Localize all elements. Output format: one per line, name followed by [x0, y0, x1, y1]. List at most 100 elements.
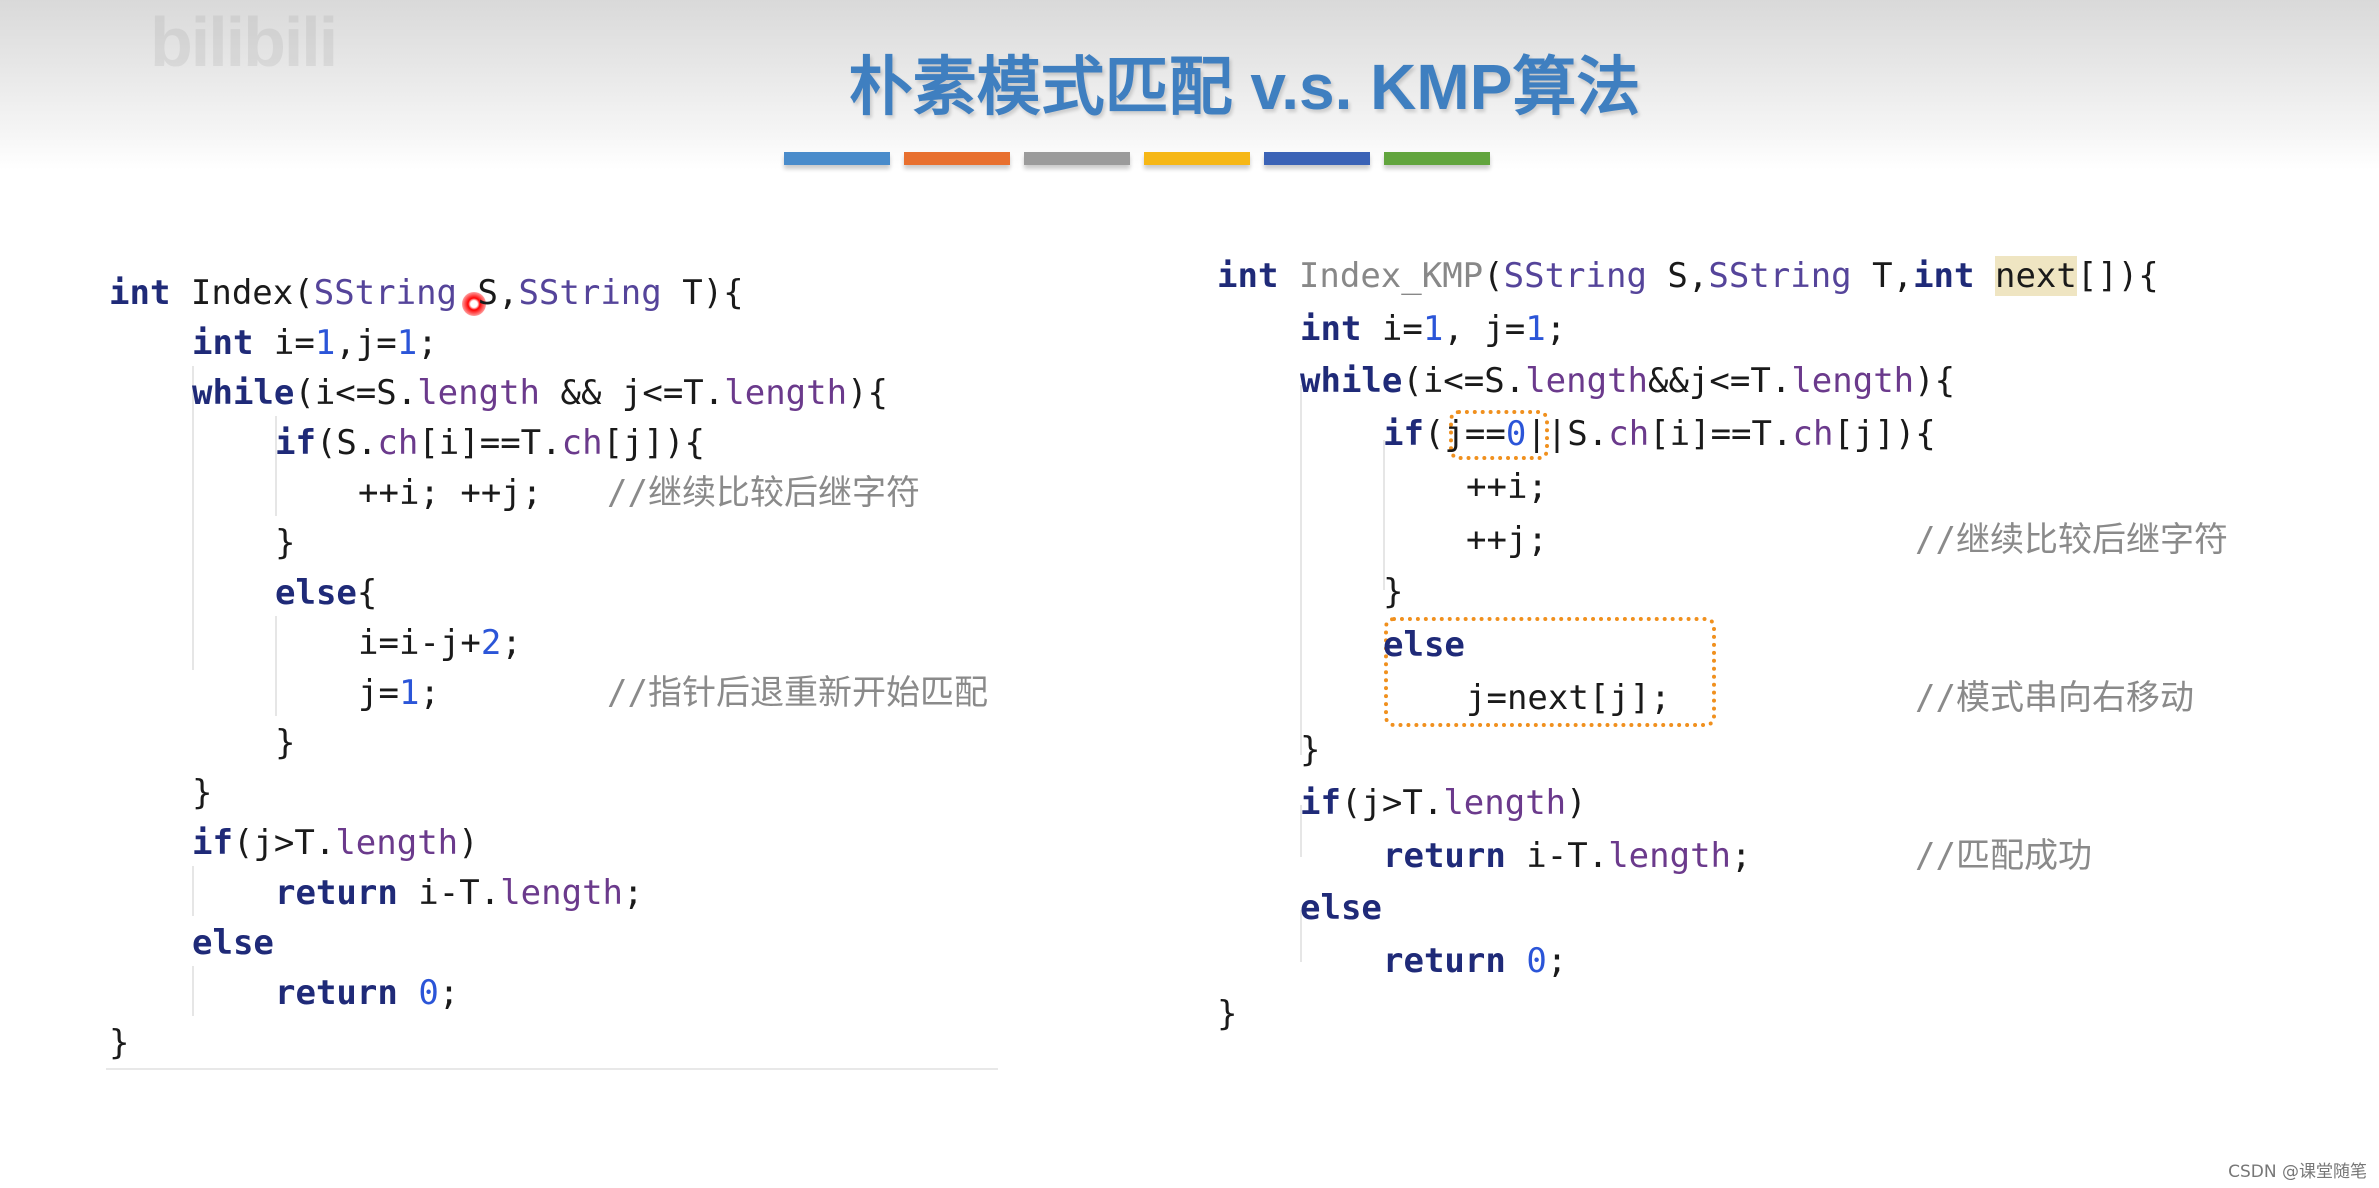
indent-guide [1383, 440, 1385, 590]
code-comment: //继续比较后继字符 [607, 473, 920, 513]
code-token: else [192, 923, 274, 963]
color-bar [1384, 152, 1490, 165]
indent-guide [275, 416, 277, 516]
code-line: if(j>T.length) [1300, 777, 1587, 830]
code-token: 1 [314, 323, 336, 363]
code-line: ++i; [1466, 461, 1548, 514]
code-token: while [192, 373, 295, 413]
code-token: int [109, 273, 171, 313]
code-token: ; [417, 323, 438, 363]
code-token: []){ [2076, 256, 2159, 296]
code-line: while(i<=S.length && j<=T.length){ [192, 368, 888, 418]
decorative-color-bars [784, 152, 1490, 165]
code-token: int [1300, 308, 1362, 349]
code-line: int Index(SString S,SString T){ [109, 268, 744, 318]
code-line: while(i<=S.length&&j<=T.length){ [1300, 355, 1955, 408]
code-token: ( [1483, 256, 1504, 296]
code-token: else [1383, 624, 1465, 665]
code-token: ch [377, 423, 419, 463]
code-token: [j]){ [602, 423, 705, 463]
code-line: } [109, 1018, 129, 1068]
code-comment: //继续比较后继字符 [1915, 519, 2228, 560]
code-token: ){ [1914, 361, 1956, 402]
code-token: (j>T. [232, 823, 336, 863]
code-token: } [275, 523, 296, 563]
highlight-box-j-equals-0 [1449, 410, 1549, 460]
code-token: (j>T. [1340, 783, 1444, 823]
indent-guide [192, 966, 194, 1016]
code-comment: //匹配成功 [1915, 835, 2092, 876]
code-token: return [275, 873, 398, 913]
code-token: SString [313, 273, 458, 313]
code-line: j=next[j]; [1466, 672, 1671, 725]
code-token: return [275, 973, 398, 1013]
bilibili-watermark: bilibili [150, 3, 338, 81]
code-token: } [1217, 993, 1238, 1034]
code-token: else [1300, 888, 1382, 929]
code-token: SString [1503, 256, 1647, 296]
code-token: 2 [480, 623, 502, 663]
indent-guide [192, 866, 194, 916]
code-token: length [500, 873, 624, 913]
code-line: i=i-j+2; [358, 618, 522, 668]
csdn-credit: CSDN @课堂随笔 [2228, 1162, 2367, 1182]
code-token: length [1608, 835, 1732, 876]
code-token: else [275, 573, 357, 613]
code-token: ch [1608, 414, 1650, 455]
code-token [1974, 256, 1994, 296]
code-token: && j<=T. [540, 373, 725, 413]
code-token: [i]==T. [418, 423, 562, 463]
code-token: ; [501, 623, 522, 663]
code-line: else{ [275, 568, 377, 618]
code-token: while [1300, 361, 1403, 402]
code-token: } [1383, 572, 1404, 613]
code-token: length [1791, 361, 1915, 402]
code-token: S, [1646, 256, 1709, 296]
code-token: (i<=S. [294, 373, 418, 413]
code-token: S, [457, 273, 519, 313]
code-token: , j= [1443, 308, 1526, 349]
header-background [0, 0, 2379, 170]
pointer-cursor-dot [462, 292, 486, 316]
code-token: ) [1566, 783, 1587, 823]
code-token: if [1383, 414, 1424, 455]
code-line: ++i; ++j; [358, 468, 542, 518]
highlight-box-else-next [1384, 617, 1716, 727]
code-line: if(S.ch[i]==T.ch[j]){ [275, 418, 705, 468]
code-token: return [1383, 835, 1506, 876]
code-token: int [192, 323, 254, 363]
code-token: ; [623, 873, 644, 913]
code-token: SString [518, 273, 662, 313]
code-token: 1 [396, 323, 418, 363]
code-token: ch [561, 423, 603, 463]
code-token: } [192, 773, 213, 813]
color-bar [904, 152, 1010, 165]
code-line: int i=1, j=1; [1300, 303, 1566, 356]
kmp-code: int Index_KMP(SString S,SString T,int ne… [1217, 250, 2317, 1070]
code-line: return 0; [1383, 935, 1567, 988]
code-line: if(j>T.length) [192, 818, 479, 868]
code-token: return [1383, 941, 1506, 982]
code-token: 1 [1525, 308, 1546, 349]
color-bar [1024, 152, 1130, 165]
code-token: i-T. [1505, 835, 1609, 876]
code-token: int [1913, 256, 1975, 296]
code-token: length [724, 373, 848, 413]
code-token: Index_KMP [1298, 256, 1484, 296]
code-token: if [1300, 783, 1341, 823]
code-token: [i]==T. [1649, 414, 1793, 455]
code-line: else [1300, 882, 1382, 935]
code-token [1506, 941, 1526, 981]
code-token: i= [253, 323, 315, 363]
code-token: (S. [315, 423, 378, 463]
code-token: &&j<=T. [1648, 361, 1792, 402]
code-line: ++j; [1466, 514, 1548, 567]
code-token: length [417, 373, 541, 413]
code-token: (i<=S. [1402, 361, 1526, 402]
code-token: ; [438, 973, 460, 1013]
code-token: i= [1361, 308, 1423, 349]
code-token: ; [1731, 835, 1752, 876]
code-token: ; [419, 673, 440, 713]
code-token: 1 [398, 673, 420, 713]
code-token: ) [458, 823, 479, 863]
